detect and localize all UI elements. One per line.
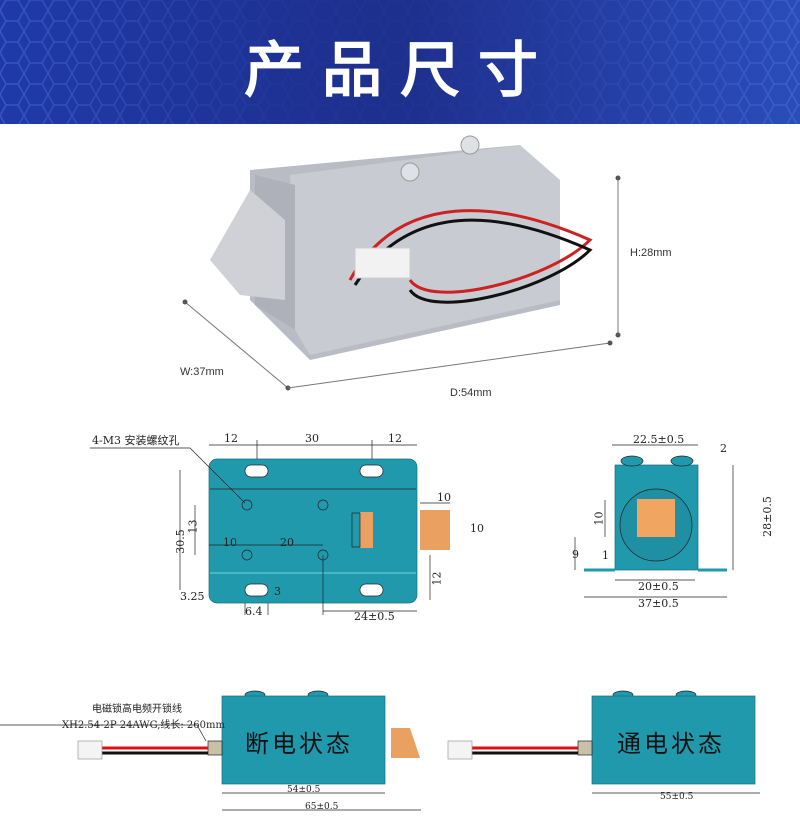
dim-37: 37±0.5 — [638, 597, 679, 610]
page-title: 产品尺寸 — [244, 36, 556, 106]
dim-10-front: 10 — [592, 511, 606, 526]
callout-m3-holes: 4-M3 安装螺纹孔 — [92, 434, 180, 447]
dim-13: 13 — [186, 519, 200, 534]
dim-20: 20 — [280, 536, 294, 549]
dim-10-tab-height: 10 — [470, 522, 484, 535]
on-state-label: 通电状态 — [617, 730, 725, 758]
dim-10: 10 — [223, 536, 237, 549]
height-label: H:28mm — [630, 247, 672, 259]
dim-6-4: 6.4 — [245, 605, 263, 618]
side-views-drawing — [0, 690, 760, 811]
dim-30: 30 — [305, 432, 319, 445]
wire-label: 电磁锁高电频开锁线 — [92, 704, 182, 715]
dim-9: 9 — [572, 548, 579, 561]
wire-spec-label: XH2.54-2P 24AWG,线长: 260mm — [62, 720, 225, 731]
dim-28: 28±0.5 — [760, 496, 774, 537]
dim-55: 55±0.5 — [660, 792, 694, 802]
dim-65: 65±0.5 — [305, 802, 339, 812]
dim-2: 2 — [720, 442, 727, 455]
dim-3: 3 — [274, 585, 281, 598]
top-view-drawing — [90, 440, 450, 615]
dim-22-5: 22.5±0.5 — [633, 433, 685, 446]
dim-20-front: 20±0.5 — [638, 580, 679, 593]
dim-12-left: 12 — [224, 432, 238, 445]
product-photo — [182, 135, 621, 391]
hexagon-pattern — [0, 0, 800, 124]
header-banner: 产品尺寸 — [0, 0, 800, 124]
dim-24: 24±0.5 — [354, 610, 395, 623]
dim-12-lower: 12 — [430, 571, 444, 586]
dim-30-5: 30.5 — [173, 529, 187, 554]
off-state-label: 断电状态 — [245, 730, 353, 758]
front-view-drawing — [574, 444, 734, 598]
width-label: W:37mm — [180, 366, 224, 378]
dim-10-tab: 10 — [437, 491, 451, 504]
dim-12-right: 12 — [388, 432, 402, 445]
dim-1: 1 — [602, 549, 609, 562]
dim-3-25: 3.25 — [180, 590, 205, 603]
dim-54: 54±0.5 — [287, 785, 321, 795]
depth-label: D:54mm — [450, 387, 492, 399]
